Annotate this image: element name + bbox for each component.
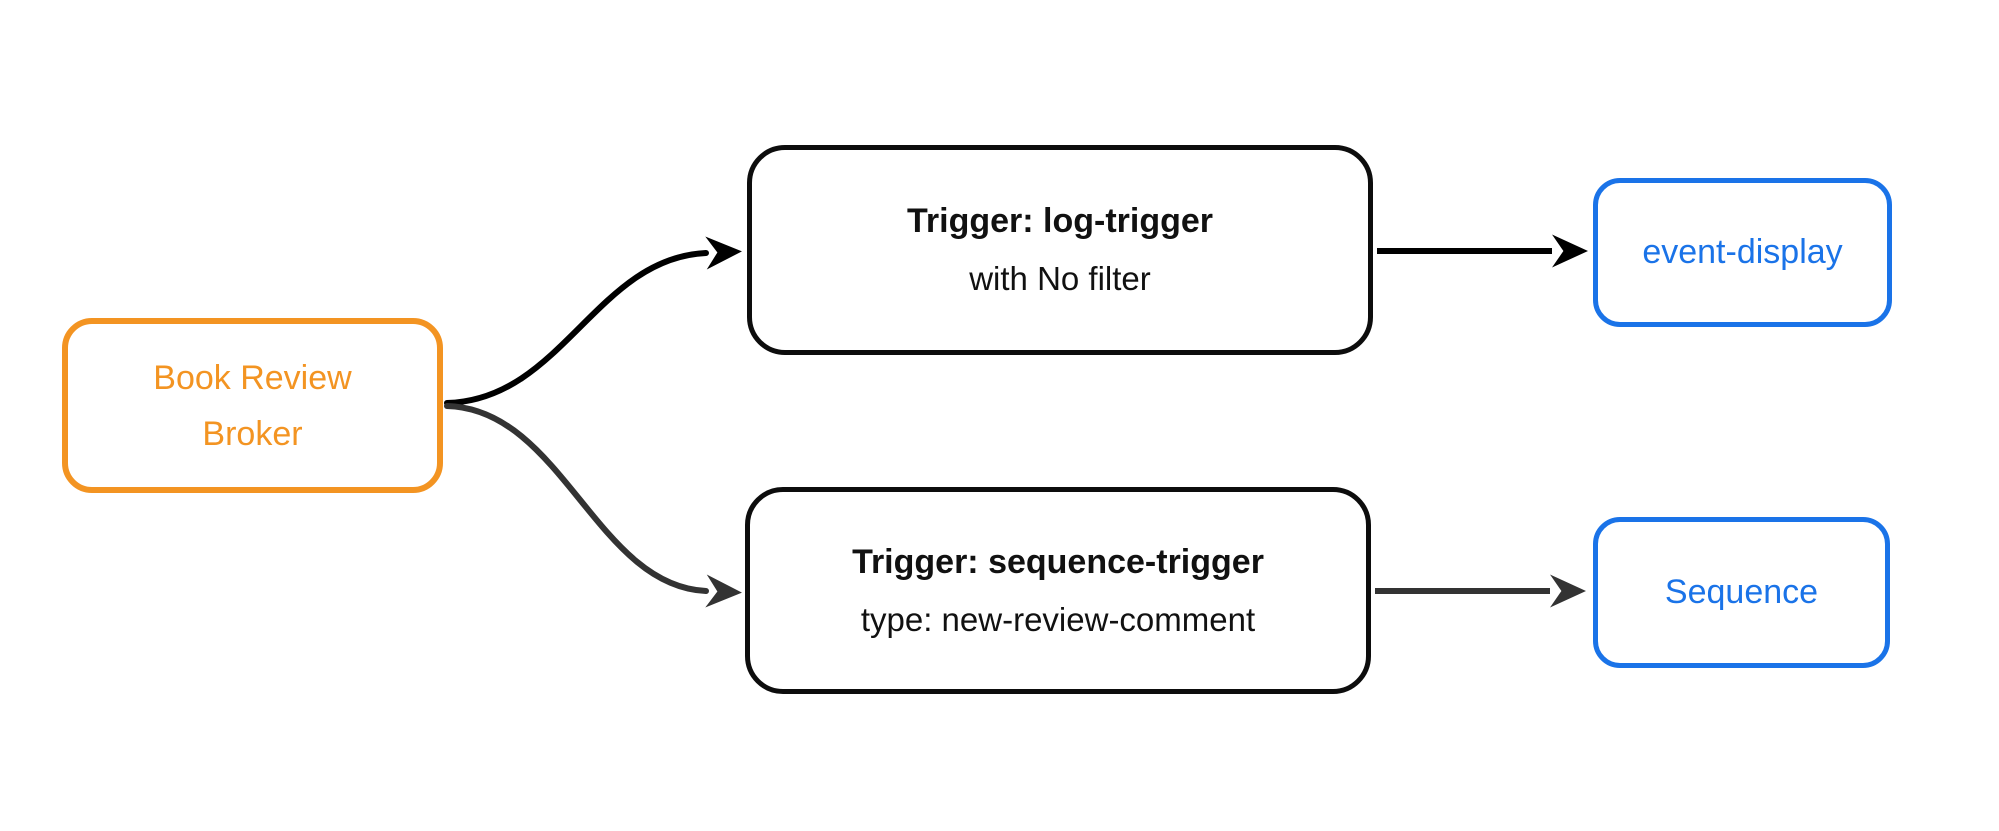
event-display-label: event-display bbox=[1642, 233, 1843, 271]
node-book-review-broker: Book Review Broker bbox=[62, 318, 443, 493]
node-log-trigger: Trigger: log-trigger with No filter bbox=[747, 145, 1373, 355]
edge-broker-to-log-trigger bbox=[444, 236, 742, 406]
log-trigger-title: Trigger: log-trigger bbox=[907, 202, 1213, 240]
edge-broker-to-sequence-trigger bbox=[444, 403, 742, 608]
sequence-trigger-title: Trigger: sequence-trigger bbox=[852, 542, 1264, 581]
node-sequence: Sequence bbox=[1593, 517, 1890, 668]
sequence-label: Sequence bbox=[1664, 573, 1819, 611]
broker-label: Book Review Broker bbox=[153, 358, 352, 453]
node-sequence-trigger: Trigger: sequence-trigger type: new-revi… bbox=[745, 487, 1371, 694]
log-trigger-subtitle: with No filter bbox=[969, 260, 1151, 297]
node-event-display: event-display bbox=[1593, 178, 1892, 327]
sequence-trigger-subtitle: type: new-review-comment bbox=[860, 600, 1256, 638]
